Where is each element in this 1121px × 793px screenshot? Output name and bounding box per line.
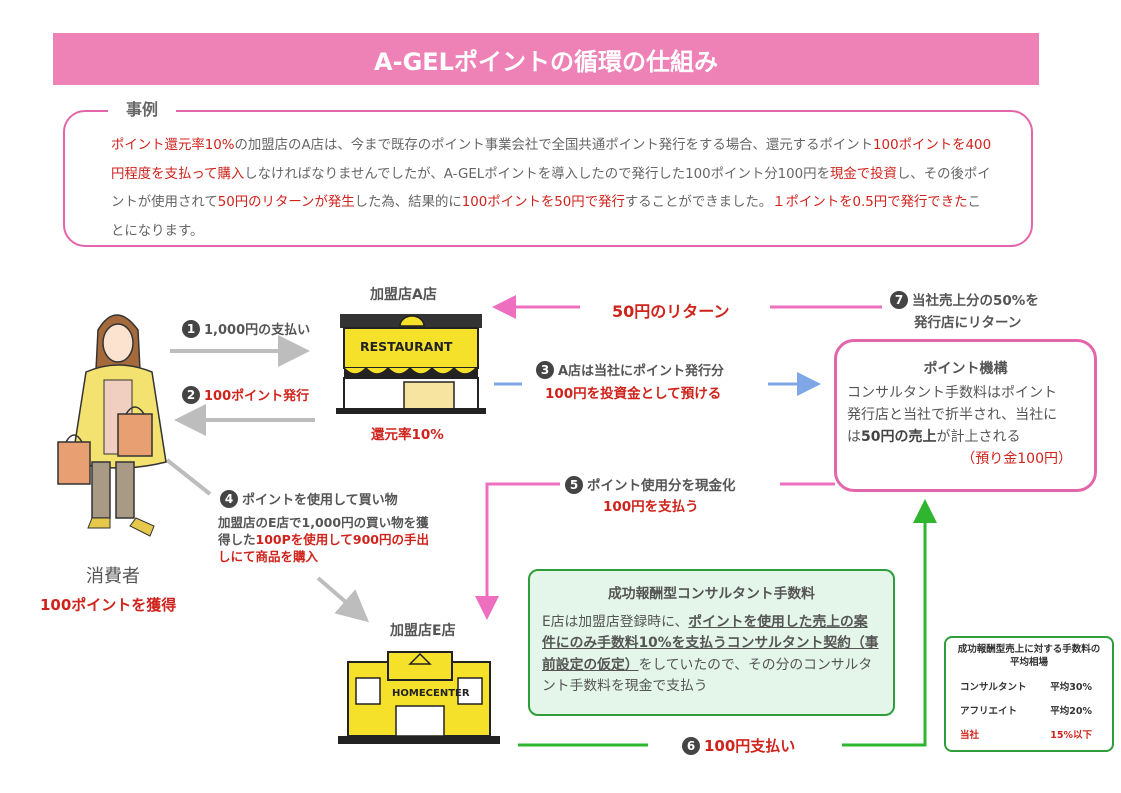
rate-value: 平均20% <box>1050 706 1092 717</box>
case-segment: 100ポイントを50円で発行 <box>461 195 625 210</box>
case-segment: 100ポイントを400円程度を支払って購入 <box>111 138 992 182</box>
arrow-step4-b <box>316 576 370 623</box>
step4-line2: 得した100Pを使用して900円の手出 <box>218 531 429 548</box>
step4-line2a: 得した <box>218 532 256 547</box>
case-segment: ポイント還元率10% <box>111 138 235 153</box>
store-e-sign: HOMECENTER <box>392 688 470 699</box>
step4-number: 4 <box>220 490 238 508</box>
case-segment: 50円のリターンが発生 <box>217 195 355 210</box>
rate-row: 当社 15%以下 <box>954 724 1104 748</box>
arrow-step4-a <box>165 458 212 496</box>
rate-row: アフリエイト 平均20% <box>954 700 1104 724</box>
step7-number: 7 <box>890 291 908 309</box>
consumer-label: 消費者 <box>86 566 140 587</box>
point-org-line3a: は <box>847 429 861 445</box>
case-segment: の加盟店のA店は、今まで既存のポイント事業会社で全国共通ポイント発行をする場合、… <box>234 138 874 153</box>
case-study-box: ポイント還元率10%の加盟店のA店は、今まで既存のポイント事業会社で全国共通ポイ… <box>63 110 1033 247</box>
case-segment: することができました。 <box>624 195 773 210</box>
rate-name: 当社 <box>960 730 980 741</box>
store-a-label: 加盟店A店 <box>370 287 437 303</box>
step3-number: 3 <box>536 361 554 379</box>
case-segment: し、その後ポイントが使用されて <box>111 166 991 211</box>
point-org-deposit: （預り金100円） <box>961 451 1072 467</box>
point-org-line3c: が計上される <box>936 429 1021 445</box>
store-e-label: 加盟店E店 <box>390 623 456 639</box>
step4-line2b: 100Pを使用して900円の手出 <box>255 532 429 547</box>
step6-number: 6 <box>682 737 700 755</box>
point-org-line2: 発行店と当社で折半され、当社に <box>847 407 1058 423</box>
step3-line2: 100円を投資金として預ける <box>545 386 722 402</box>
consumer-gain: 100ポイントを獲得 <box>40 596 177 614</box>
rate-name: コンサルタント <box>960 682 1027 693</box>
fee-box-title: 成功報酬型コンサルタント手数料 <box>608 586 815 602</box>
arrow-step6-b <box>842 499 937 747</box>
step1-label: 1 1,000円の支払い <box>182 319 310 338</box>
fee-box-p2: ポイントを使用した売上の案件にのみ手数料10%を支払うコンサルタント契約（事前設… <box>542 613 879 673</box>
step2-text: 100ポイント発行 <box>204 389 310 404</box>
rate-name: アフリエイト <box>960 706 1018 717</box>
point-org-line3b: 50円の売上 <box>861 429 937 445</box>
step7-line2: 発行店にリターン <box>914 315 1022 331</box>
step2-label: 2 100ポイント発行 <box>182 385 309 404</box>
step4-line1: 加盟店のE店で1,000円の買い物を獲 <box>218 515 429 530</box>
return-label: 50円のリターン <box>612 302 730 321</box>
rate-value: 15%以下 <box>1050 730 1092 741</box>
fee-box: 成功報酬型コンサルタント手数料 E店は加盟店登録時に、ポイントを使用した売上の案… <box>528 569 895 716</box>
store-a-sign: RESTAURANT <box>360 339 453 354</box>
step2-number: 2 <box>182 386 200 404</box>
restaurant-illustration <box>336 314 486 414</box>
step4-text: ポイントを使用して買い物 <box>242 493 398 508</box>
arrow-step5-tail <box>475 482 560 620</box>
rate-box-title: 成功報酬型売上に対する手数料の平均相場 <box>957 644 1101 668</box>
step7-text: 当社売上分の50%を <box>912 293 1039 309</box>
point-org-title: ポイント機構 <box>923 361 1008 377</box>
step1-text: 1,000円の支払い <box>204 323 311 338</box>
step4-title: 4 ポイントを使用して買い物 <box>220 489 398 508</box>
point-org-line1: コンサルタント手数料はポイント <box>847 385 1057 401</box>
step6-text: 100円支払い <box>704 737 796 755</box>
fee-box-body: E店は加盟店登録時に、ポイントを使用した売上の案件にのみ手数料10%を支払うコン… <box>542 612 881 698</box>
case-label: 事例 <box>108 96 177 120</box>
step3-line1: 3 A店は当社にポイント発行分 <box>536 360 724 379</box>
case-segment: した為、結果的に <box>354 195 462 210</box>
point-org-box: ポイント機構 コンサルタント手数料はポイント 発行店と当社で折半され、当社に は… <box>834 339 1097 492</box>
point-org-line3: は50円の売上が計上される <box>847 426 1084 448</box>
step4-line3: しにて商品を購入 <box>218 549 319 564</box>
fee-box-p3: をしていたので、その分のコンサルタント手数料を現金で支払う <box>542 656 873 695</box>
case-segment: しなければなりませんでしたが、A-GELポイントを導入したので発行した100ポイ… <box>244 166 830 182</box>
step5-line2: 100円を支払う <box>603 499 699 515</box>
step5-number: 5 <box>565 476 583 494</box>
step4-desc: 加盟店のE店で1,000円の買い物を獲 得した100Pを使用して900円の手出 … <box>218 514 429 565</box>
case-segment: 現金で投資 <box>829 166 897 182</box>
step3-text: A店は当社にポイント発行分 <box>558 364 725 379</box>
case-segment: ことになります。 <box>111 195 981 239</box>
step5-text: ポイント使用分を現金化 <box>587 478 736 494</box>
step1-number: 1 <box>182 320 200 338</box>
page-title: A-GELポイントの循環の仕組み <box>53 33 1039 85</box>
case-segment: １ポイントを0.5円で発行できた <box>772 195 968 210</box>
homecenter-illustration <box>338 651 500 744</box>
rate-row: コンサルタント 平均30% <box>954 676 1104 700</box>
fee-box-p1: E店は加盟店登録時に、 <box>542 613 689 630</box>
rate-box: 成功報酬型売上に対する手数料の平均相場 コンサルタント 平均30% アフリエイト 平… <box>944 636 1114 752</box>
consumer-illustration <box>57 314 167 537</box>
store-a-rate: 還元率10% <box>371 427 444 443</box>
rate-value: 平均30% <box>1050 682 1092 693</box>
